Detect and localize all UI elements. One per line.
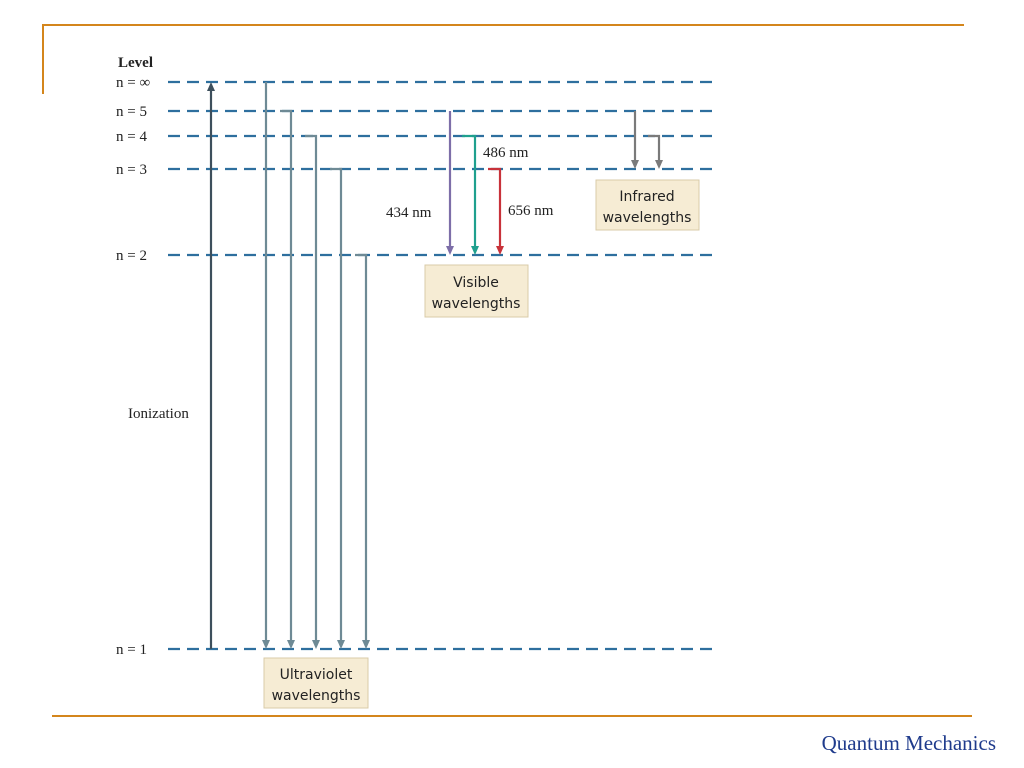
level-label-5: n = 5 [116, 104, 147, 120]
infrared-box [595, 179, 700, 231]
ionization-label: Ionization [128, 406, 189, 422]
arrow-486nm [462, 134, 479, 255]
level-heading: Level [118, 55, 153, 71]
left-rule [42, 24, 44, 94]
visible-box-line2: wavelengths [432, 296, 521, 312]
ultraviolet-box-line1: Ultraviolet [280, 667, 353, 683]
visible-box [424, 264, 529, 318]
level-label-inf: n = ∞ [116, 75, 150, 91]
infrared-box-line2: wavelengths [603, 210, 692, 226]
bottom-rule [52, 715, 972, 717]
top-rule [42, 24, 964, 26]
arrow-656nm [488, 167, 504, 255]
uv-arrow-2-to-1 [355, 253, 370, 649]
level-label-1: n = 1 [116, 642, 147, 658]
ir-arrow-4-to-3 [648, 134, 663, 169]
level-label-2: n = 2 [116, 248, 147, 264]
level-label-3: n = 3 [116, 162, 147, 178]
label-656nm: 656 nm [508, 203, 554, 219]
uv-arrow-4-to-1 [305, 134, 320, 649]
label-434nm: 434 nm [386, 205, 432, 221]
footer-title: Quantum Mechanics [821, 731, 996, 755]
uv-arrow-5-to-1 [280, 109, 295, 649]
ultraviolet-box-line2: wavelengths [272, 688, 361, 704]
uv-arrow-3-to-1 [330, 167, 345, 649]
ultraviolet-box [263, 657, 369, 709]
level-label-4: n = 4 [116, 129, 147, 145]
infrared-box-line1: Infrared [619, 189, 674, 205]
label-486nm: 486 nm [483, 145, 529, 161]
visible-box-line1: Visible [453, 275, 499, 291]
